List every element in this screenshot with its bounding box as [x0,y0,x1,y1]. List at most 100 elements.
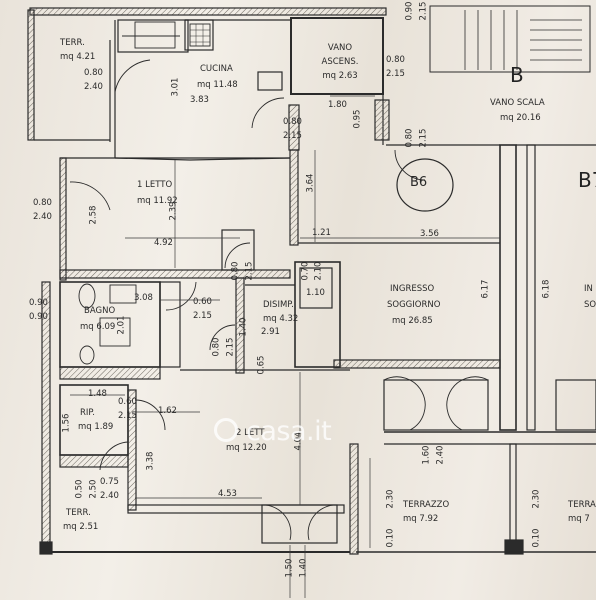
dim-010-right: 0.10 [531,528,542,548]
room-letto1-name: 1 LETTO [137,180,173,190]
dim-215-mid: 2.15 [244,261,255,281]
dim-121: 1.21 [312,228,331,238]
dim-258: 2.58 [88,205,99,225]
dim-080-low: 0.80 [211,337,222,357]
dim-156: 1.56 [61,413,72,433]
dim-291: 2.91 [261,327,280,337]
room-disimp-name: DISIMP. [263,300,294,310]
room-terrazzo-area: mq 7.92 [403,514,439,524]
unit-b6-label: B6 [410,175,428,190]
room-terr-bottom-area: mq 2.51 [63,522,99,532]
room-disimp-area: mq 4.32 [263,314,299,324]
dim-215-top: 2.15 [418,1,429,21]
dim-010: 0.10 [385,528,396,548]
dim-148: 1.48 [88,389,107,399]
room-cucina-area: mq 11.48 [197,80,238,90]
dim-240-top: 2.40 [84,82,103,92]
dim-215-rip: 2.15 [118,411,137,421]
dim-095: 0.95 [352,109,363,129]
dim-110: 1.10 [306,288,325,298]
dim-210: 2.10 [313,261,324,281]
dim-356: 3.56 [420,229,439,239]
dim-050: 0.50 [74,479,85,499]
dim-060-bagno: 0.60 [193,297,212,307]
dim-618: 6.18 [541,279,552,299]
dim-080-hall: 0.80 [283,117,302,127]
dim-080-b6: 0.80 [404,128,415,148]
block-b-label: B [510,63,524,87]
dim-230-right: 2.30 [531,489,542,509]
dim-492: 4.92 [154,238,173,248]
dim-070: 0.70 [300,261,311,281]
dim-140-door: 1.40 [298,558,309,578]
room-vano-scala-area: mq 20.16 [500,113,541,123]
dim-230: 2.30 [385,489,396,509]
dim-240-bottom: 2.40 [100,491,119,501]
dim-160: 1.60 [421,445,432,465]
dim-240-terr: 2.40 [435,445,446,465]
dim-080-asc: 0.80 [386,55,405,65]
room-terra-right-name: TERRA [568,500,596,510]
exterior-wall-top [29,7,387,16]
dim-364: 3.64 [305,173,316,193]
room-letto2-area: mq 12.20 [226,443,267,453]
dim-215-hall: 2.15 [283,131,302,141]
dim-215-asc: 2.15 [386,69,405,79]
room-cucina-name: CUCINA [200,64,233,74]
room-vano-ascens-line2: ASCENS. [321,57,359,67]
dim-060-rip: 0.60 [118,397,137,407]
casa-logo-icon [214,418,238,442]
dim-617: 6.17 [480,279,491,299]
room-rip-area: mq 1.89 [78,422,114,432]
exterior-wall-left-low [41,281,51,553]
dim-162: 1.62 [158,406,177,416]
dim-090-top: 0.90 [404,1,415,21]
room-terr-top-name: TERR. [60,38,85,48]
dim-150: 1.50 [284,558,295,578]
soggiorno-right-label: SO [584,300,596,310]
room-vano-ascens-line1: VANO [327,43,353,53]
dim-065: 0.65 [256,355,267,375]
ingresso-right-label: IN [584,284,593,294]
exterior-wall-left-top [27,9,35,141]
dim-075: 0.75 [100,477,119,487]
dim-201: 2.01 [116,315,127,335]
dim-383: 3.83 [190,95,209,105]
dim-140: 1.40 [238,317,249,337]
dim-090-b: 0.90 [29,312,48,322]
dim-239: 2.39 [168,201,179,221]
unit-b7-label: B7 [578,168,596,192]
dim-240-left: 2.40 [33,212,52,222]
room-vano-scala-name: VANO SCALA [490,98,545,108]
dim-308: 3.08 [134,293,153,303]
room-terra-right-area: mq 7 [568,514,590,524]
dim-250: 2.50 [88,479,99,499]
dim-180: 1.80 [328,100,347,110]
dim-080-mid: 0.80 [230,261,241,281]
room-ingresso-line1: INGRESSO [390,284,435,294]
dim-338: 3.38 [145,451,156,471]
room-bagno-name: BAGNO [84,306,116,316]
exterior-wall-left [59,157,67,281]
dim-215-low: 2.15 [225,337,236,357]
room-terr-top-area: mq 4.21 [60,52,96,62]
dim-301: 3.01 [170,77,181,97]
room-letto2-name: 2 LETT [236,428,265,438]
room-ingresso-line2: SOGGIORNO [387,300,441,310]
room-vano-ascens-area: mq 2.63 [322,71,358,81]
room-terrazzo-name: TERRAZZO [403,500,450,510]
dim-453: 4.53 [218,489,237,499]
dim-215-bagno: 2.15 [193,311,212,321]
dim-090-a: 0.90 [29,298,48,308]
dim-215-b6: 2.15 [418,128,429,148]
room-bagno-area: mq 6.09 [80,322,116,332]
dim-080-top: 0.80 [84,68,103,78]
room-terr-bottom-name: TERR. [66,508,91,518]
room-rip-name: RIP. [80,408,95,418]
watermark: casa.it [246,416,332,447]
room-ingresso-area: mq 26.85 [392,316,433,326]
dim-080-left: 0.80 [33,198,52,208]
room-letto1-area: mq 11.92 [137,196,178,206]
